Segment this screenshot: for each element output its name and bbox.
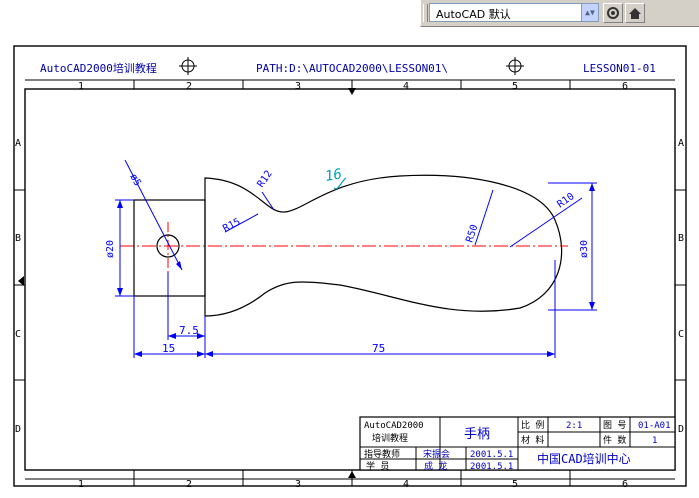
header-center: PATH:D:\AUTOCAD2000\LESSON01\ [256,62,448,75]
inner-frame [24,88,676,471]
crosshair-icon [506,57,524,75]
tb-teacher-value: 宋振会 [423,448,450,460]
dim-7-5: 7.5 [179,324,199,337]
dim-r50: R50 [464,223,480,244]
handle-outline [204,174,563,317]
row-label: B [678,233,684,244]
dim-r10: R10 [555,191,576,210]
text-style-value: AutoCAD 默认 [436,8,511,21]
dim-d20: ø20 [105,240,116,258]
tb-course-line2: 培训教程 [372,432,408,444]
col-label: 2 [186,81,192,92]
tb-drawing-no-value: 01-A01 [638,421,671,431]
dim-d30: ø30 [579,240,590,258]
title-block: AutoCAD2000 培训教程 手柄 比 例 2:1 图 号 01-A01 材… [359,416,676,472]
tb-quantity-value: 1 [652,436,657,446]
tb-student-value: 成 龙 [424,460,447,472]
col-label: 4 [403,479,409,490]
tb-organization: 中国CAD培训中心 [537,451,631,466]
dimension-arrows [117,183,595,357]
tb-student-date: 2001.5.1 [470,462,513,472]
style-toolbar: AutoCAD 默认 ▲▼ [420,0,699,27]
row-label: A [678,138,684,149]
center-mark-top [348,88,356,95]
dim-75: 75 [372,342,385,355]
tb-drawing-no-label: 图 号 [603,420,626,431]
row-label: D [15,424,21,435]
col-label: 6 [622,479,628,490]
tb-teacher-label: 指导教师 [364,448,400,460]
row-label: D [678,424,684,435]
hole-circle [156,234,180,258]
sketch-stroke [333,177,347,190]
text-style-select[interactable]: AutoCAD 默认 ▲▼ [429,3,599,22]
col-label: 1 [78,81,84,92]
dim-15: 15 [162,342,175,355]
row-label: A [15,138,21,149]
tb-teacher-date: 2001.5.1 [470,450,513,460]
dim-r15: R15 [221,216,242,234]
dim-r12: R12 [255,169,274,190]
center-mark-left [18,276,24,286]
col-label: 5 [512,81,518,92]
home-icon [629,8,641,19]
dim-d5: ø5 [127,172,142,188]
col-label: 4 [403,81,409,92]
col-label: 2 [186,479,192,490]
header-right: LESSON01-01 [583,62,656,75]
col-label: 6 [622,81,628,92]
settings-button[interactable] [603,3,623,23]
tb-scale-value: 2:1 [566,421,582,431]
row-label: B [15,233,21,244]
sketch-annotation: 16 [324,166,343,185]
crosshair-icon [179,57,197,75]
col-label: 1 [78,479,84,490]
shaft-outline [133,199,206,297]
row-label: C [678,329,684,340]
tb-scale-label: 比 例 [521,419,544,431]
tb-quantity-label: 件 数 [603,434,626,446]
chevron-down-icon[interactable]: ▲▼ [581,4,598,21]
header-left: AutoCAD2000培训教程 [40,61,157,75]
outer-border [13,45,687,487]
home-button[interactable] [625,3,645,23]
toolbar-grip[interactable] [423,4,428,22]
tb-material-label: 材 料 [521,434,544,446]
settings-icon [607,7,619,19]
tb-student-label: 学 员 [366,460,389,472]
center-mark-bottom [348,471,356,478]
col-label: 3 [295,479,301,490]
row-label: C [15,329,21,340]
tb-course-line1: AutoCAD2000 [364,421,424,431]
col-label: 3 [295,81,301,92]
tb-part-name: 手柄 [464,427,490,442]
col-label: 5 [512,479,518,490]
